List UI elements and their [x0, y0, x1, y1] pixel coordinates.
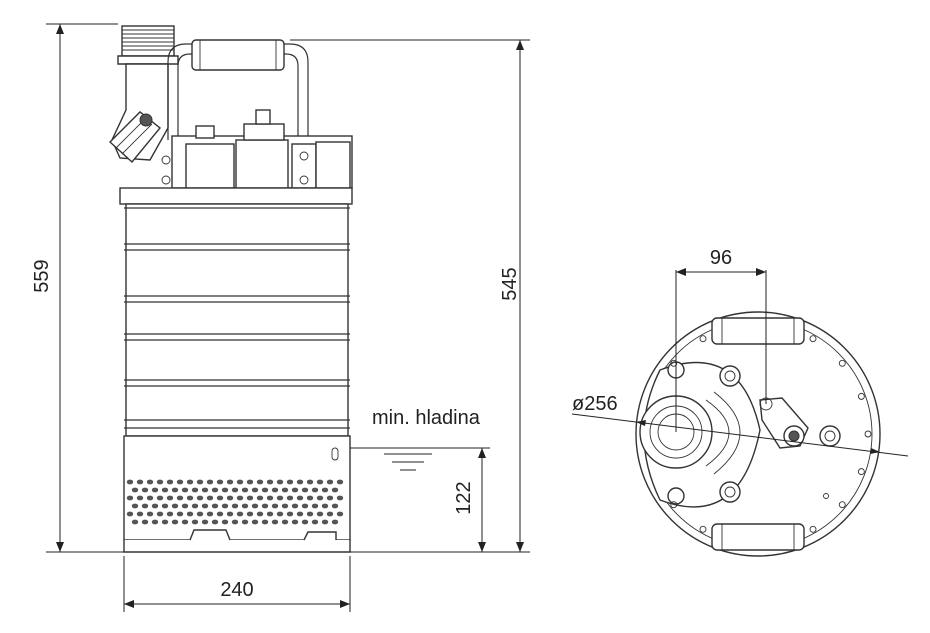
diameter-label: ø256	[572, 393, 618, 415]
carrying-handle	[167, 39, 309, 140]
top-flange	[119, 187, 353, 205]
motor-top	[161, 109, 353, 189]
min-level-label: min. hladina	[372, 407, 481, 429]
body-height-label: 545	[499, 267, 521, 300]
strainer-base	[123, 435, 351, 553]
offset-label: 96	[710, 247, 732, 269]
min-level-height-label: 122	[453, 481, 475, 514]
side-dimensions: 559 545 240 122 min. hladina	[31, 23, 530, 612]
total-height-label: 559	[31, 259, 53, 292]
top-dimensions: 96 ø256	[571, 247, 909, 457]
motor-housing	[124, 203, 350, 437]
width-label: 240	[220, 579, 253, 601]
pump-top-view	[635, 311, 881, 557]
pump-side-view	[108, 25, 353, 553]
water-level-symbol	[384, 453, 432, 471]
